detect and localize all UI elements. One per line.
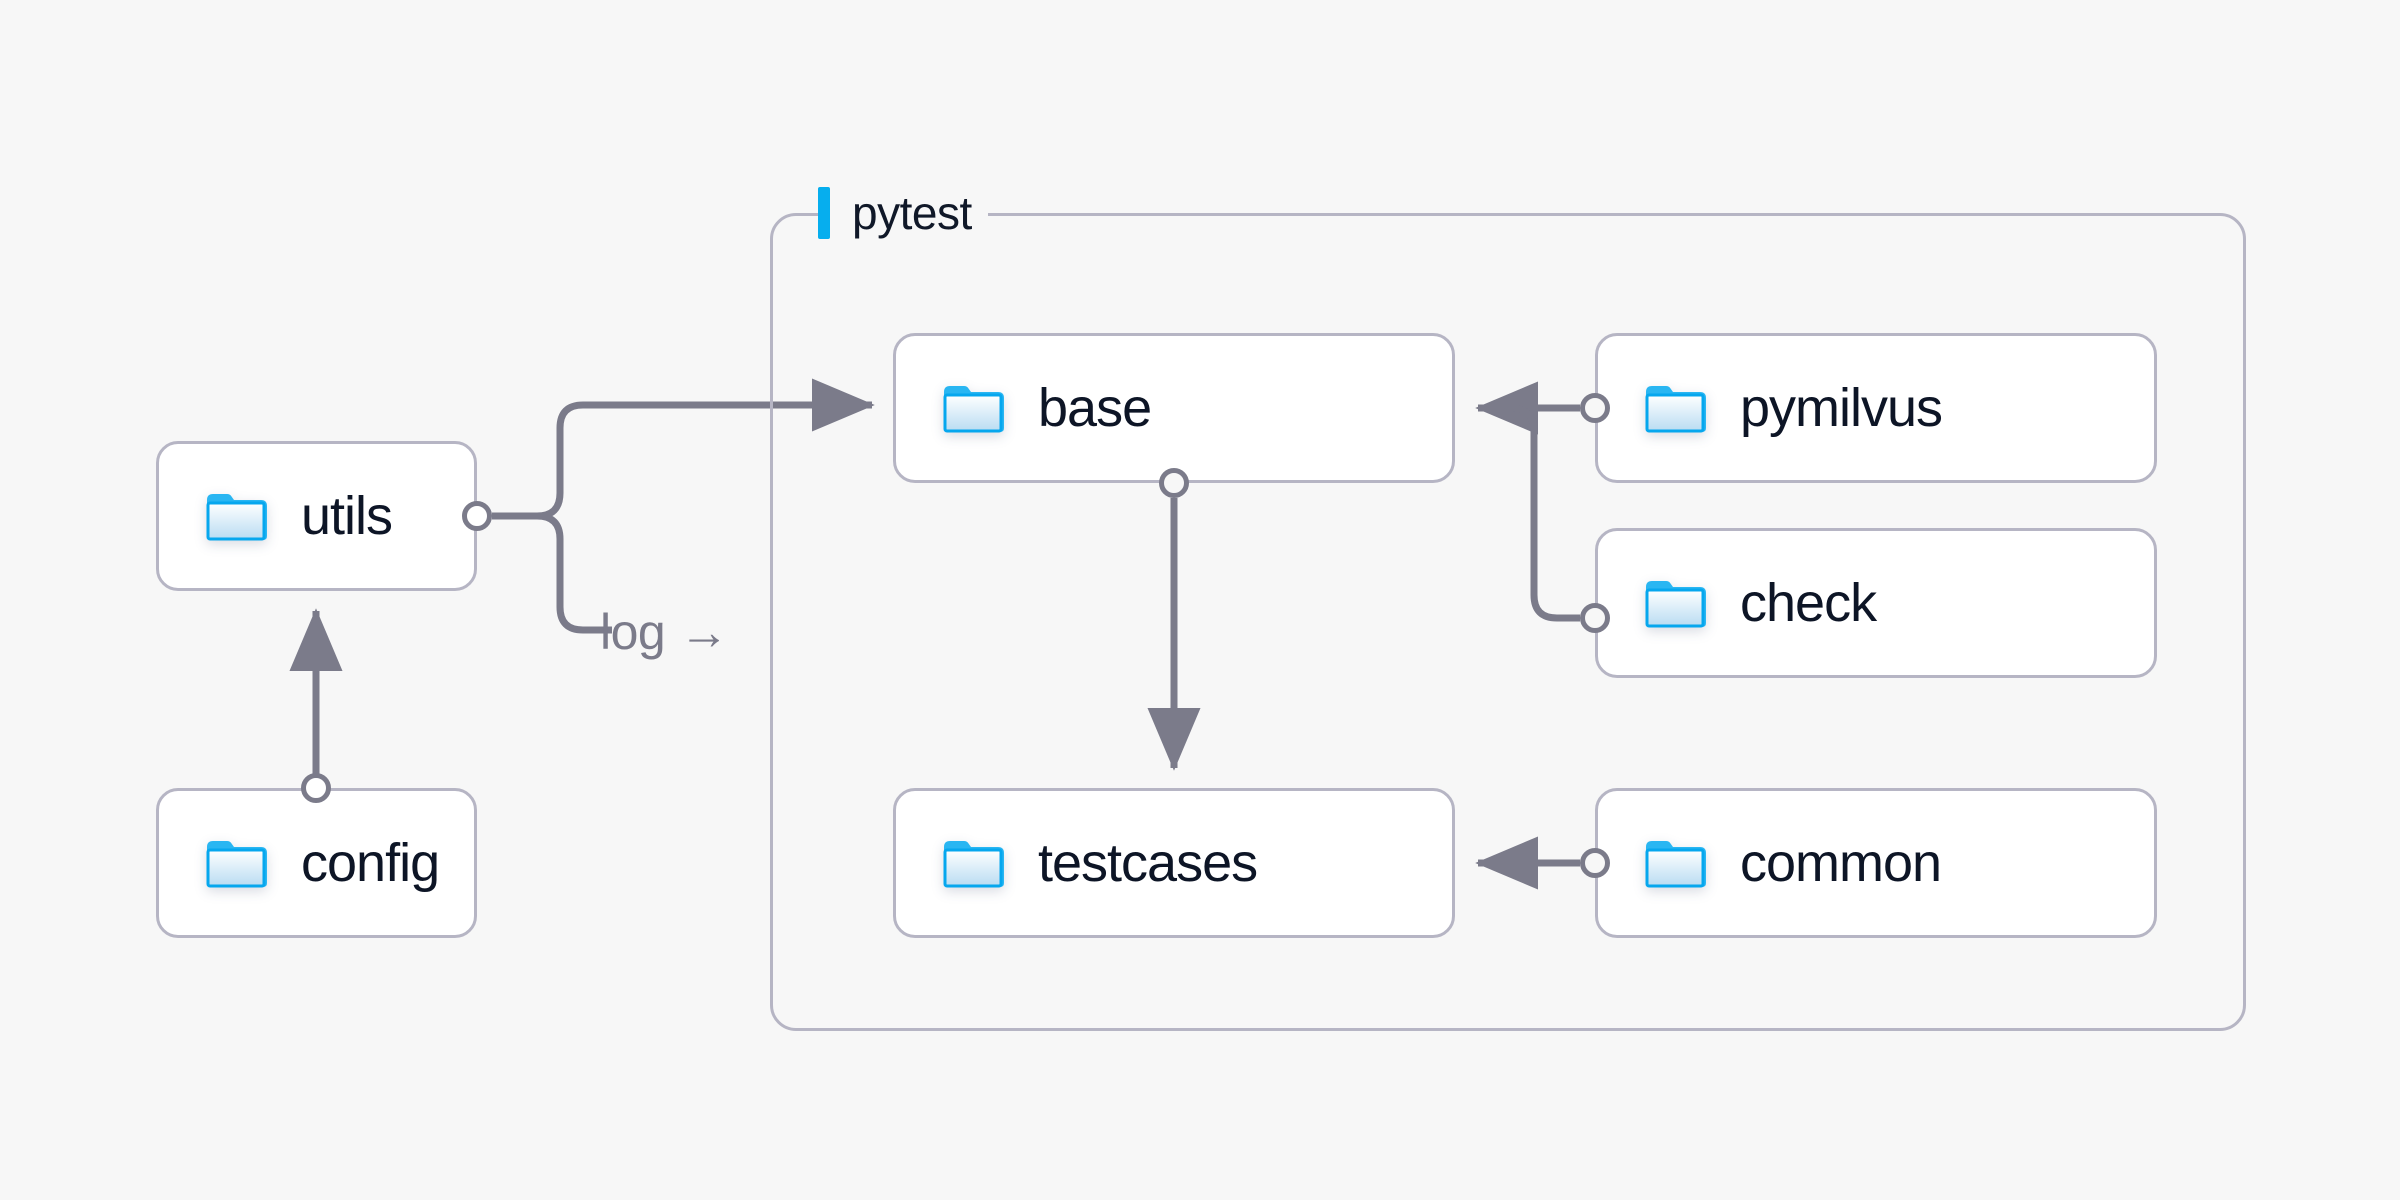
- folder-icon: [942, 382, 1004, 434]
- node-utils[interactable]: utils: [156, 441, 477, 591]
- node-base[interactable]: base: [893, 333, 1455, 483]
- connector-utils-right[interactable]: [462, 501, 492, 531]
- node-common[interactable]: common: [1595, 788, 2157, 938]
- node-pymilvus-label: pymilvus: [1740, 378, 1943, 438]
- node-config-label: config: [301, 833, 440, 893]
- node-config[interactable]: config: [156, 788, 477, 938]
- node-pymilvus[interactable]: pymilvus: [1595, 333, 2157, 483]
- folder-icon: [205, 837, 267, 889]
- connector-pymilvus-left[interactable]: [1580, 393, 1610, 423]
- group-accent-bar: [818, 187, 830, 239]
- connector-check-left[interactable]: [1580, 603, 1610, 633]
- node-utils-label: utils: [301, 486, 393, 546]
- connector-common-left[interactable]: [1580, 848, 1610, 878]
- edge-label-log-text: log: [600, 604, 666, 660]
- edge-label-log: log →: [600, 603, 729, 661]
- node-check[interactable]: check: [1595, 528, 2157, 678]
- node-testcases-label: testcases: [1038, 833, 1258, 893]
- node-common-label: common: [1740, 833, 1942, 893]
- group-pytest: [770, 213, 2246, 1031]
- node-base-label: base: [1038, 378, 1152, 438]
- group-pytest-label: pytest: [818, 187, 988, 239]
- arrow-right-icon: →: [679, 604, 729, 660]
- folder-icon: [942, 837, 1004, 889]
- folder-icon: [1644, 837, 1706, 889]
- connector-base-bottom[interactable]: [1159, 468, 1189, 498]
- folder-icon: [1644, 577, 1706, 629]
- group-pytest-label-text: pytest: [852, 187, 972, 239]
- folder-icon: [1644, 382, 1706, 434]
- node-testcases[interactable]: testcases: [893, 788, 1455, 938]
- node-check-label: check: [1740, 573, 1877, 633]
- connector-config-top[interactable]: [301, 773, 331, 803]
- folder-icon: [205, 490, 267, 542]
